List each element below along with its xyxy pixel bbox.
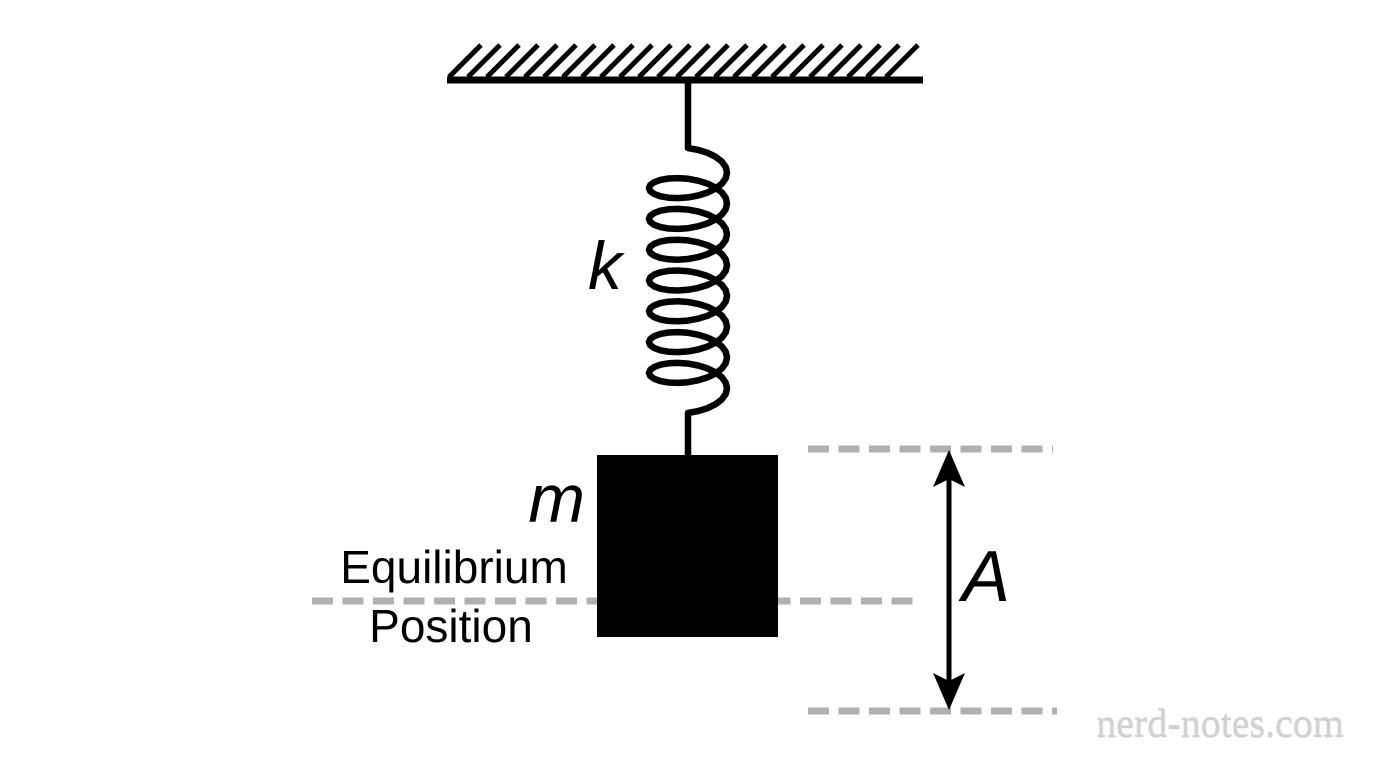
- equilibrium-position-label-line1: Equilibrium: [340, 541, 568, 593]
- equilibrium-position-label-line2: Position: [369, 600, 533, 652]
- watermark: nerd-notes.com: [1096, 700, 1344, 745]
- spring-constant-label: k: [588, 228, 622, 304]
- arrow-head-down-icon: [933, 673, 965, 710]
- ceiling-hatching: [447, 43, 920, 79]
- mass-block: [597, 455, 778, 637]
- mass-label: m: [528, 461, 585, 537]
- spring-coil: [645, 79, 731, 464]
- amplitude-arrow: [933, 450, 965, 710]
- arrow-head-up-icon: [933, 450, 965, 487]
- amplitude-label: A: [962, 537, 1011, 617]
